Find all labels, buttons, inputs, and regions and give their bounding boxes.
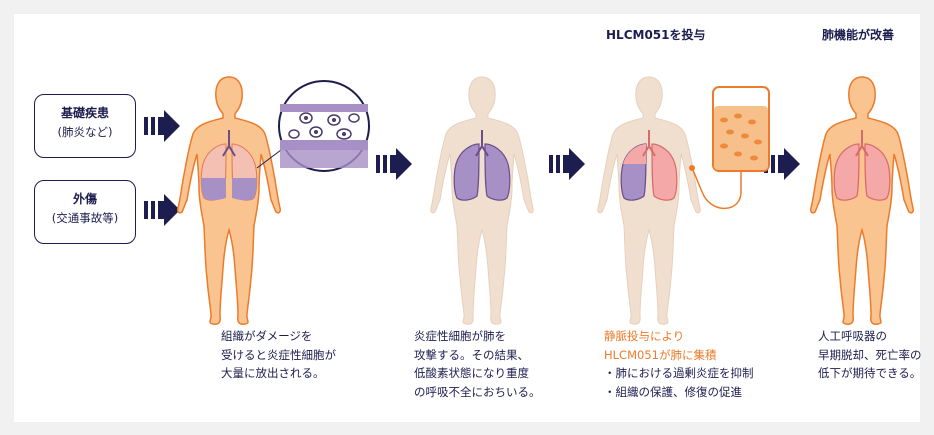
step-1-caption: 組織がダメージを 受けると炎症性細胞が 大量に放出される。 [221, 327, 336, 383]
step-arrow-2 [549, 148, 585, 180]
figure-2-body [431, 77, 534, 324]
cause-arrow-2 [144, 194, 180, 226]
step-4-caption: 人工呼吸器の 早期脱却、死亡率の 低下が期待できる。 [818, 327, 922, 383]
cause-box-disease: 基礎疾患 (肺炎など) [34, 94, 136, 158]
step-2-caption-line: 攻撃する。その結果、 [414, 346, 541, 365]
cause-title-trauma: 外傷 [35, 190, 135, 207]
step-3-caption-line: ・肺における過剰炎症を抑制 [604, 364, 754, 383]
cause-sub-trauma: (交通事故等) [35, 210, 135, 226]
step-3-caption-line: ・組織の保護、修復の促進 [604, 383, 754, 402]
step-1-caption-line: 組織がダメージを [221, 327, 336, 346]
figure-3-body [598, 77, 701, 324]
step-1-caption-line: 受けると炎症性細胞が [221, 346, 336, 365]
step-4-title: 肺機能が改善 [822, 26, 894, 43]
diagram-panel: 基礎疾患 (肺炎など) 外傷 (交通事故等) HLCM051を投与 肺機能が改善… [14, 14, 920, 422]
step-2-caption-line: の呼吸不全におちいる。 [414, 383, 541, 402]
figure-1-body [178, 77, 289, 324]
step-4-caption-line: 人工呼吸器の [818, 327, 922, 346]
step-4-caption-line: 低下が期待できる。 [818, 364, 922, 383]
step-2-caption: 炎症性細胞が肺を 攻撃する。その結果、 低酸素状態になり重度 の呼吸不全におちい… [414, 327, 541, 401]
step-3-caption-highlight: 静脈投与により [604, 327, 754, 346]
step-2-caption-line: 低酸素状態になり重度 [414, 364, 541, 383]
step-4-caption-line: 早期脱却、死亡率の [818, 346, 922, 365]
figure-4-body [811, 77, 914, 324]
step-2-caption-line: 炎症性細胞が肺を [414, 327, 541, 346]
cause-arrow-1 [144, 110, 180, 142]
step-1-caption-line: 大量に放出される。 [221, 364, 336, 383]
cause-sub-disease: (肺炎など) [35, 124, 135, 140]
cause-title-disease: 基礎疾患 [35, 104, 135, 121]
step-3-caption-highlight: HLCM051が肺に集積 [604, 346, 754, 365]
step-3-title: HLCM051を投与 [606, 26, 706, 43]
iv-bag [692, 87, 769, 208]
magnified-vessel [279, 81, 369, 171]
step-arrow-1 [376, 148, 412, 180]
step-3-caption: 静脈投与により HLCM051が肺に集積 ・肺における過剰炎症を抑制 ・組織の保… [604, 327, 754, 401]
cause-box-trauma: 外傷 (交通事故等) [34, 180, 136, 244]
